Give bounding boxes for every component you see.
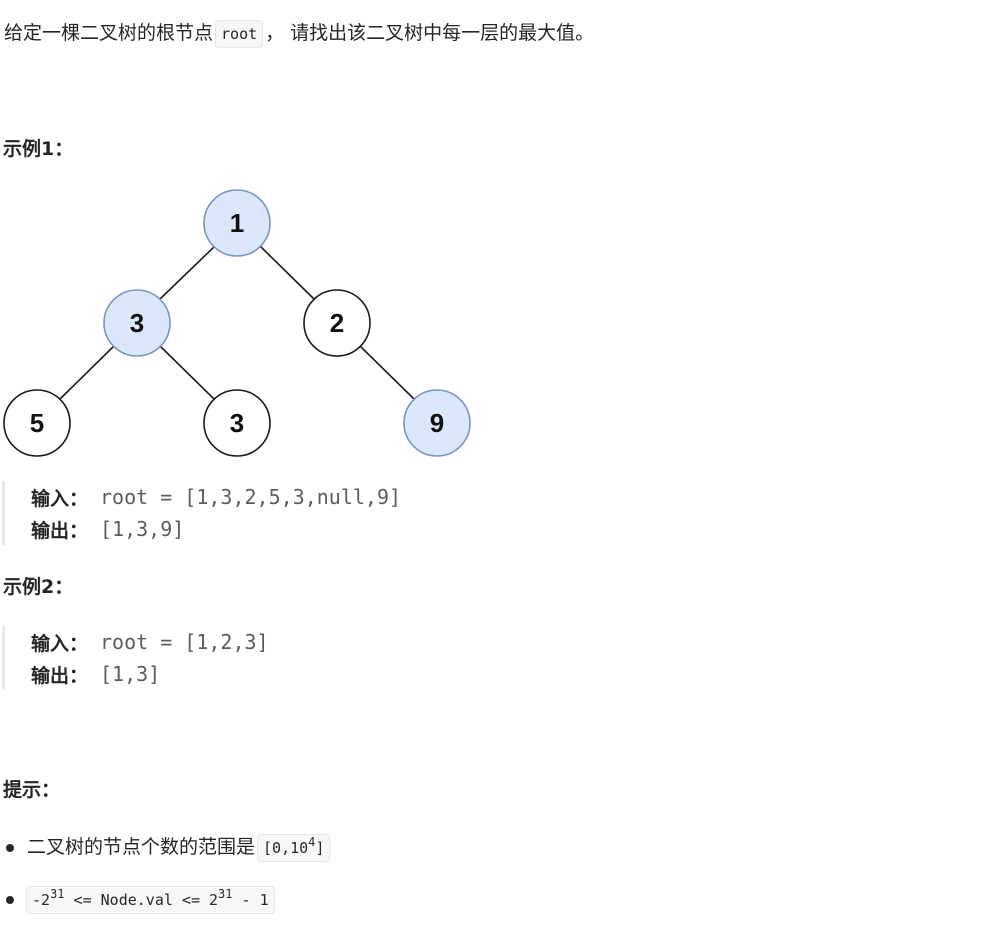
highlighted-node-circle (103, 289, 171, 357)
range-code-base: [0,10 (263, 838, 309, 857)
tree-node-label: 2 (330, 308, 344, 338)
statement-part-1: 给定一棵二叉树的根节点 (4, 22, 214, 44)
edge-1-2 (259, 245, 315, 300)
highlighted-node-circle (403, 389, 471, 457)
hint-text: 二叉树的节点个数的范围是 (27, 836, 256, 858)
tree-node-label: 1 (230, 208, 244, 238)
tree-node: 3 (103, 289, 171, 357)
range-code-exponent: 4 (308, 834, 316, 849)
statement-part-2: ， 请找出该二叉树中每一层的最大值。 (265, 22, 595, 44)
tree-node-label: 5 (30, 408, 44, 438)
range-code-end: ] (315, 838, 325, 857)
example1-heading: 示例1： (3, 138, 74, 160)
highlighted-node-circle (203, 189, 271, 257)
bullet-dot-icon (6, 896, 14, 904)
tree-node: 5 (3, 389, 71, 457)
example2-input-line: 输入： root = [1,2,3] (31, 626, 269, 658)
example2-output-line: 输出： [1,3] (31, 658, 269, 690)
value-range-part-3: - 1 (232, 890, 269, 909)
tree-node: 2 (303, 289, 371, 357)
example1-io-block: 输入： root = [1,3,2,5,3,null,9] 输出： [1,3,9… (2, 481, 401, 545)
value-range-part-1: -2 (32, 890, 51, 909)
hint-item-node-count: 二叉树的节点个数的范围是[0,104] (27, 832, 332, 862)
example2-heading: 示例2： (3, 576, 74, 598)
tree-node: 9 (403, 389, 471, 457)
input-label: 输入： (31, 487, 89, 510)
edge-1-3 (159, 245, 216, 300)
value-range-part-2: <= Node.val <= 2 (64, 890, 219, 909)
example1-output-line: 输出： [1,3,9] (31, 513, 401, 545)
root-inline-code: root (215, 19, 264, 48)
node-circle (3, 389, 71, 457)
edge-3-3 (159, 345, 215, 400)
tree-node-label: 3 (130, 308, 144, 338)
tree-node: 1 (203, 189, 271, 257)
node-count-range-code: [0,104] (257, 833, 331, 862)
tree-node-label: 3 (230, 408, 244, 438)
input-value: root = [1,3,2,5,3,null,9] (100, 485, 402, 509)
hints-heading: 提示： (3, 779, 61, 801)
edge-2-9 (359, 345, 415, 400)
value-range-code: -231 <= Node.val <= 231 - 1 (26, 885, 275, 914)
output-label: 输出： (31, 519, 89, 542)
output-value: [1,3,9] (100, 517, 185, 541)
node-circle (303, 289, 371, 357)
bullet-dot-icon (6, 844, 14, 852)
output-value: [1,3] (100, 662, 161, 686)
tree-edges (59, 245, 415, 400)
edge-3-5 (59, 345, 115, 400)
example1-input-line: 输入： root = [1,3,2,5,3,null,9] (31, 481, 401, 513)
example2-io-block: 输入： root = [1,2,3] 输出： [1,3] (2, 626, 269, 690)
binary-tree-diagram: 1 3 2 5 3 9 (3, 189, 471, 457)
value-range-exponent-2: 31 (218, 886, 233, 901)
tree-node-label: 9 (430, 408, 444, 438)
output-label: 输出： (31, 664, 89, 687)
node-circle (203, 389, 271, 457)
input-label: 输入： (31, 632, 89, 655)
tree-node: 3 (203, 389, 271, 457)
value-range-exponent-1: 31 (50, 886, 65, 901)
hint-item-value-range: -231 <= Node.val <= 231 - 1 (24, 884, 277, 914)
input-value: root = [1,2,3] (100, 630, 269, 654)
